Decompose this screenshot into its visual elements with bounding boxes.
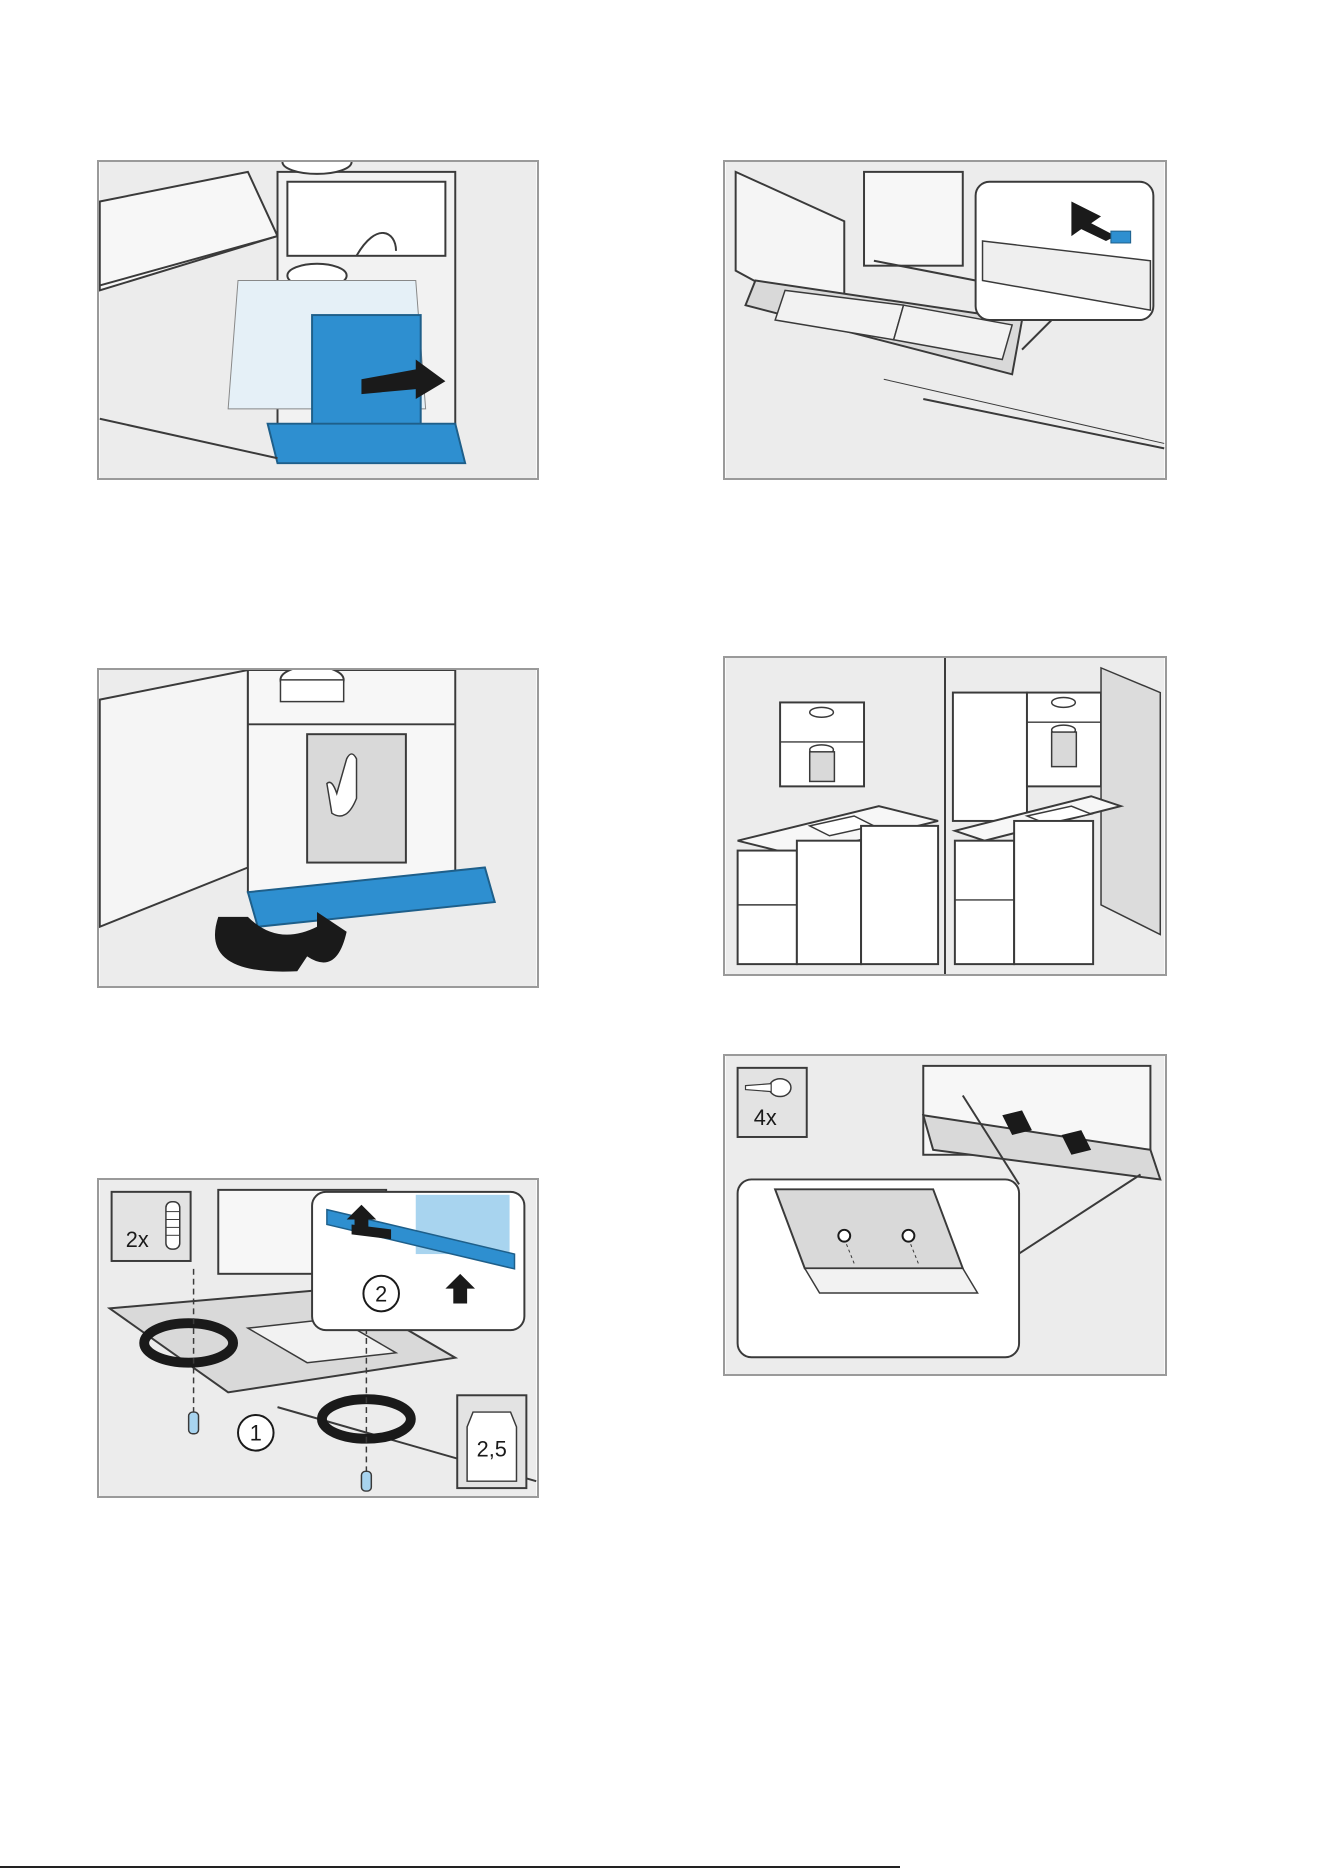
illustration-loosen-screws: 1 2x 2 2,5 bbox=[99, 1180, 537, 1496]
figure-insert-hood bbox=[97, 160, 539, 480]
screw-icon bbox=[769, 1079, 791, 1097]
step-2-label: 2 bbox=[375, 1281, 387, 1306]
illustration-underside-detail bbox=[725, 162, 1165, 478]
quantity-label: 4x bbox=[754, 1105, 777, 1130]
bolt-icon bbox=[166, 1202, 180, 1249]
figure-fasten-screws: 4x bbox=[723, 1054, 1167, 1376]
footer-rule bbox=[0, 1866, 900, 1868]
step-1-label: 1 bbox=[250, 1421, 262, 1446]
tool-size-label: 2,5 bbox=[477, 1437, 507, 1462]
quantity-label: 2x bbox=[126, 1227, 149, 1252]
figure-loosen-screws: 1 2x 2 2,5 bbox=[97, 1178, 539, 1498]
illustration-close-flap bbox=[99, 670, 537, 986]
illustration-installation-variants bbox=[725, 658, 1165, 974]
figure-close-flap bbox=[97, 668, 539, 988]
figure-underside-detail bbox=[723, 160, 1167, 480]
figure-installation-variants bbox=[723, 656, 1167, 976]
illustration-fasten-screws: 4x bbox=[725, 1056, 1165, 1374]
illustration-insert-hood bbox=[99, 162, 537, 478]
